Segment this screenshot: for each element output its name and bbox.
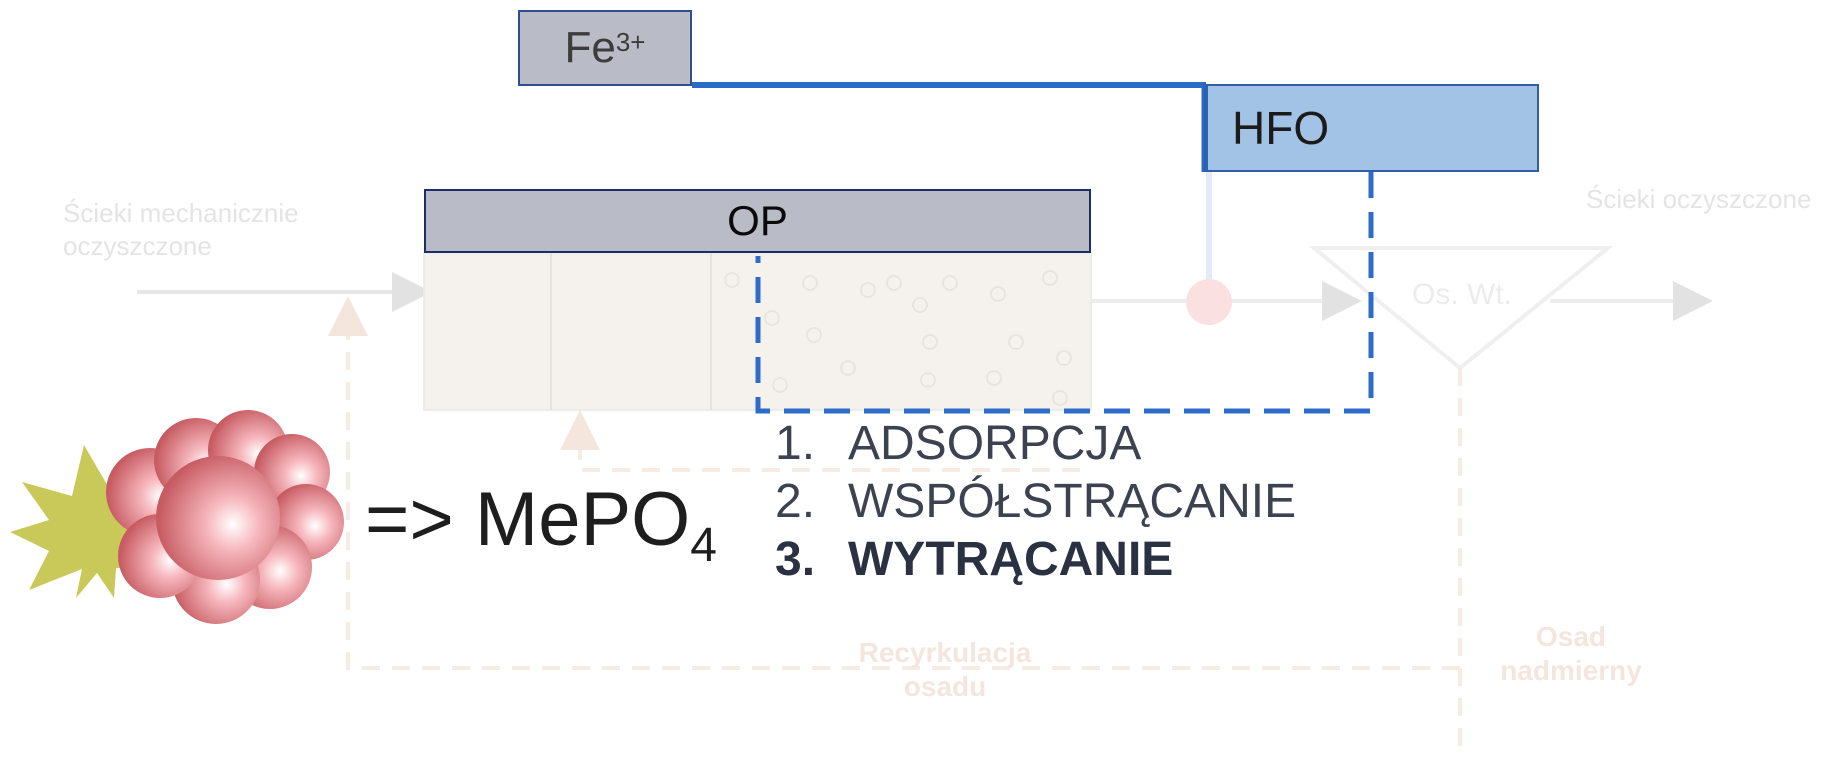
mechanism-label: WYTRĄCANIE [848,532,1174,586]
recirculation-label: Recyrkulacja osadu [858,637,1032,702]
mechanism-item: 1. ADSORPCJA [775,414,1296,472]
reactor-header: OP [424,189,1091,253]
mechanism-number: 1. [775,416,816,470]
reagent-charge: 3+ [615,26,646,57]
precipitate-formula: => MePO4 [365,476,717,573]
hfo-label: HFO [1232,102,1330,154]
dosing-point [1186,279,1232,325]
mechanism-label: ADSORPCJA [848,416,1142,470]
return-sludge-line [328,296,1460,670]
clarifier-shape [1308,246,1614,371]
excess-sludge-label: Osad nadmierny [1500,621,1642,686]
mechanism-label: WSPÓŁSTRĄCANIE [848,474,1297,528]
mechanism-list: 1. ADSORPCJA 2. WSPÓŁSTRĄCANIE 3. WYTRĄC… [775,414,1296,588]
hfo-box: HFO [1203,84,1539,172]
outflow-label: Ścieki oczyszczone [1586,184,1812,214]
formula-base: MePO [474,477,691,562]
hfo-dashed-path [755,172,1374,414]
mechanism-item: 2. WSPÓŁSTRĄCANIE [775,472,1296,530]
aeration-bubbles [724,270,1072,406]
mechanism-number: 2. [775,474,816,528]
mechanism-number: 3. [775,532,816,586]
formula-subscript: 4 [690,519,717,572]
reagent-symbol: Fe [564,23,616,72]
clarifier-label: Os. Wt. [1412,278,1512,311]
mechanism-item-emphasized: 3. WYTRĄCANIE [775,530,1296,588]
formula-arrow: => [365,477,454,562]
inflow-label: Ścieki mechanicznie oczyszczone [63,198,299,261]
floc-cloud [106,410,344,624]
reactor-label: OP [727,197,788,244]
internal-recycle-line [560,410,1080,472]
